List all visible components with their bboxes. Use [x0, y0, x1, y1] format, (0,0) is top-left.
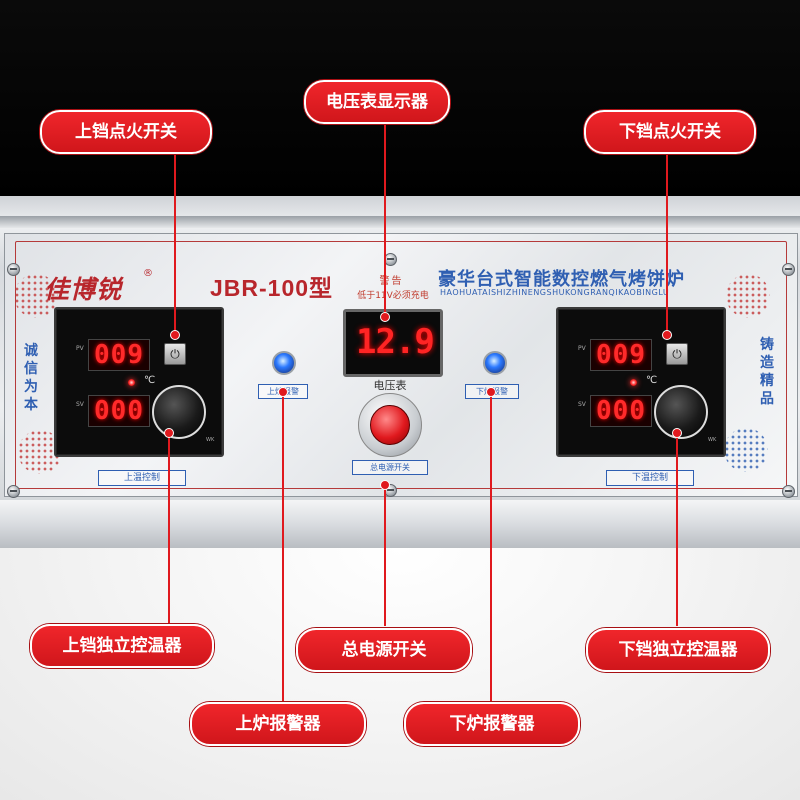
- leader-line: [384, 484, 386, 626]
- callout-voltmeter-display: 电压表显示器: [304, 80, 450, 124]
- main-switch-bezel: [358, 393, 422, 457]
- main-switch-label: 总电源开关: [352, 460, 428, 475]
- leader-dot: [380, 312, 390, 322]
- leader-dot: [380, 480, 390, 490]
- dot-pattern-decoration: [14, 274, 58, 318]
- leader-dot: [662, 330, 672, 340]
- callout-main-power-switch: 总电源开关: [296, 628, 472, 672]
- product-title-pinyin: HAOHUATAISHIZHINENGSHUKONGRANQIKAOBINGLU: [440, 288, 670, 297]
- upper-temp-controller: PV 009 ⏻ ℃ SV 000 WK: [54, 307, 224, 457]
- leader-line: [168, 432, 170, 626]
- upper-pv-display: 009: [88, 339, 150, 371]
- voltmeter-value: 12.9: [356, 322, 435, 362]
- leader-line: [666, 148, 668, 334]
- lower-temp-knob[interactable]: [654, 385, 708, 439]
- leader-line: [676, 432, 678, 626]
- sv-tag: SV: [76, 401, 84, 408]
- voltmeter-display: 12.9: [343, 309, 443, 377]
- status-led-icon: [128, 379, 135, 386]
- leader-dot: [278, 387, 288, 397]
- background-bottom: [0, 548, 800, 800]
- celsius-unit: ℃: [144, 375, 156, 386]
- leader-dot: [170, 330, 180, 340]
- panel-border: [15, 241, 787, 489]
- pv-tag: PV: [76, 345, 84, 352]
- warning-text: 低于11V必须充电: [357, 291, 429, 301]
- maker-mark: WK: [708, 437, 717, 443]
- pv-tag: PV: [578, 345, 586, 352]
- sv-tag: SV: [578, 401, 586, 408]
- leader-line: [490, 392, 492, 702]
- model-number: JBR-100型: [210, 275, 334, 301]
- lower-pv-display: 009: [590, 339, 652, 371]
- callout-upper-alarm: 上炉报警器: [190, 702, 366, 746]
- screw-icon: [782, 263, 795, 276]
- registered-mark: ®: [143, 268, 153, 279]
- maker-mark: WK: [206, 437, 215, 443]
- lower-control-label: 下温控制: [606, 470, 694, 486]
- slogan-left: 诚信为本: [24, 343, 38, 413]
- screw-icon: [7, 485, 20, 498]
- warning-title: 警告: [379, 276, 404, 287]
- upper-temp-knob[interactable]: [152, 385, 206, 439]
- lower-temp-controller: PV 009 ⏻ ℃ SV 000 WK: [556, 307, 726, 457]
- status-led-icon: [630, 379, 637, 386]
- leader-line: [282, 392, 284, 702]
- voltmeter-label: 电压表: [373, 379, 407, 392]
- screw-icon: [782, 485, 795, 498]
- upper-control-label: 上温控制: [98, 470, 186, 486]
- screw-icon: [7, 263, 20, 276]
- leader-dot: [672, 428, 682, 438]
- dot-pattern-decoration: [726, 274, 770, 318]
- upper-alarm-lamp: [272, 351, 296, 375]
- upper-sv-display: 000: [88, 395, 150, 427]
- lower-sv-display: 000: [590, 395, 652, 427]
- frame-lip: [0, 216, 800, 228]
- dot-pattern-decoration: [724, 428, 768, 472]
- brand-logo-text: 佳博锐: [44, 275, 123, 304]
- product-title-cn: 豪华台式智能数控燃气烤饼炉: [438, 269, 685, 290]
- main-power-button[interactable]: [370, 405, 410, 445]
- leader-dot: [486, 387, 496, 397]
- leader-line: [384, 120, 386, 316]
- lower-ignition-button[interactable]: ⏻: [666, 343, 688, 365]
- callout-lower-temp-control: 下铛独立控温器: [586, 628, 770, 672]
- callout-lower-ignition-switch: 下铛点火开关: [584, 110, 756, 154]
- celsius-unit: ℃: [646, 375, 658, 386]
- callout-lower-alarm: 下炉报警器: [404, 702, 580, 746]
- slogan-right: 铸造精品: [760, 337, 774, 407]
- lower-alarm-lamp: [483, 351, 507, 375]
- frame-bottom-lip: [0, 500, 800, 548]
- callout-upper-ignition-switch: 上铛点火开关: [40, 110, 212, 154]
- callout-upper-temp-control: 上铛独立控温器: [30, 624, 214, 668]
- leader-line: [174, 148, 176, 334]
- upper-ignition-button[interactable]: ⏻: [164, 343, 186, 365]
- leader-dot: [164, 428, 174, 438]
